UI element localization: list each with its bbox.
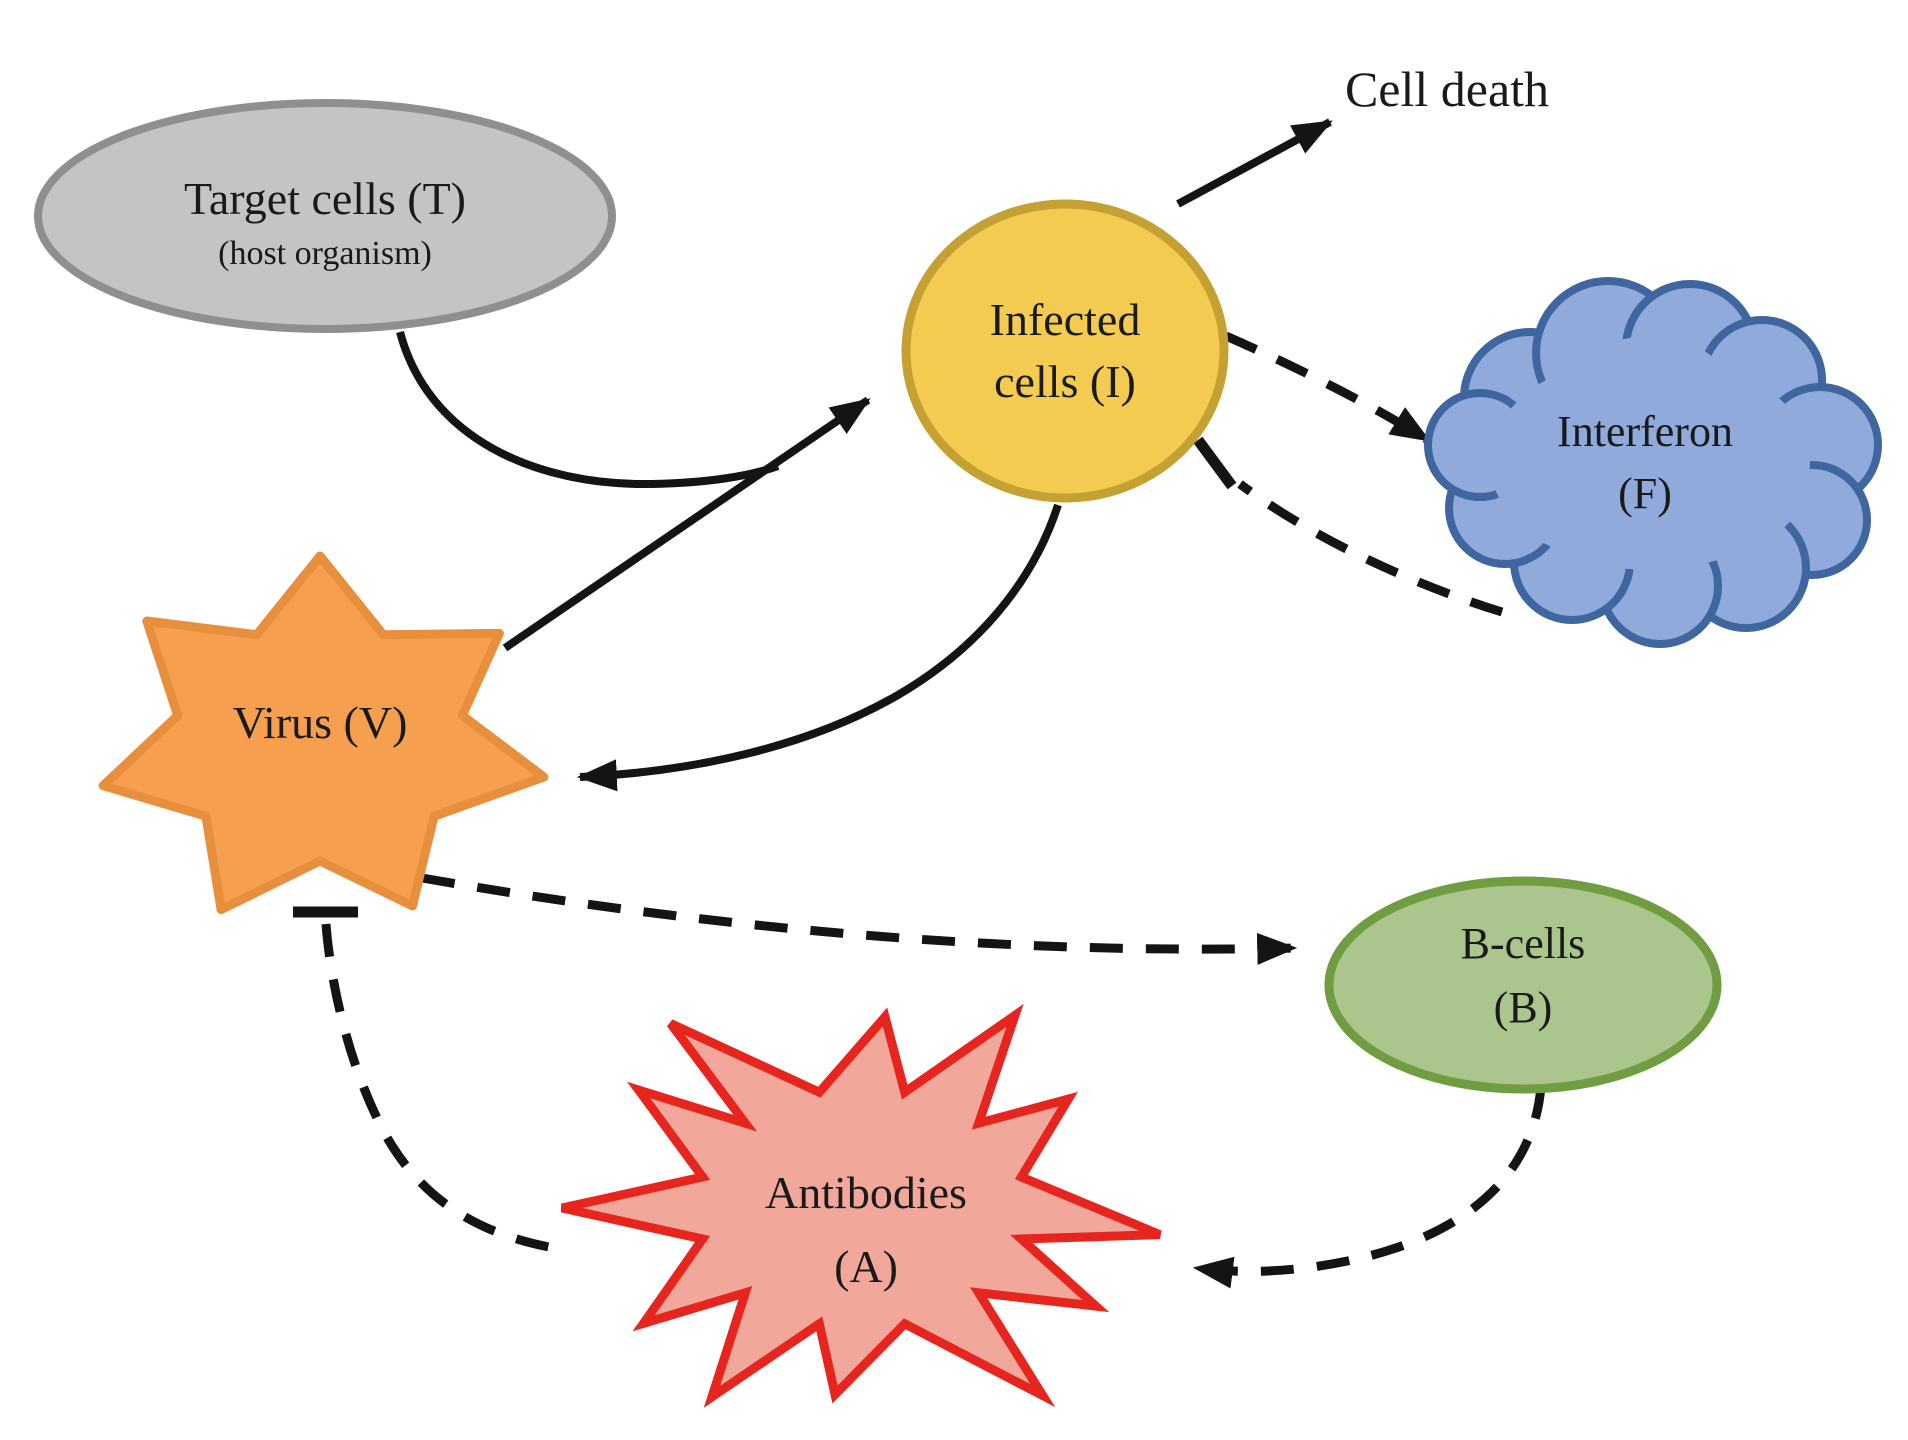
- node-interferon: Interferon (F): [1424, 277, 1882, 648]
- bcells-ellipse: [1324, 876, 1722, 1094]
- antibodies-sublabel: (A): [834, 1241, 898, 1292]
- edge-virus-to-bcells: [421, 873, 1298, 965]
- node-antibodies: Antibodies (A): [561, 1003, 1162, 1408]
- edge-infected-to-cell-death: [1176, 118, 1333, 208]
- target-cells-sublabel: (host organism): [218, 235, 432, 272]
- cell-death-label: Cell death: [1345, 61, 1549, 117]
- edges: [293, 118, 1546, 1289]
- edge-target-joins-infection: [396, 330, 780, 489]
- infected-cells-sublabel: cells (I): [994, 356, 1136, 407]
- node-bcells: B-cells (B): [1324, 876, 1722, 1094]
- interferon-cloud: [1424, 277, 1882, 648]
- infected-cells-circle: [901, 199, 1229, 503]
- virus-star: [98, 551, 549, 915]
- infected-cells-label: Infected: [990, 294, 1141, 345]
- antibodies-burst: [561, 1003, 1162, 1408]
- edge-bcells-to-antibodies: [1192, 1085, 1546, 1289]
- edge-infected-to-interferon: [1224, 331, 1431, 444]
- edge-infected-to-virus: [576, 503, 1062, 792]
- node-target-cells: Target cells (T) (host organism): [34, 99, 616, 333]
- node-virus: Virus (V): [98, 551, 549, 915]
- antibodies-label: Antibodies: [765, 1167, 967, 1218]
- node-infected-cells: Infected cells (I): [901, 199, 1229, 503]
- inhibitor-bar-infected: [1193, 436, 1237, 490]
- bcells-label: B-cells: [1461, 919, 1586, 968]
- target-cells-label: Target cells (T): [184, 173, 466, 224]
- edge-interferon-inhibits-infected: [1237, 480, 1504, 617]
- edge-antibodies-inhibit-virus: [321, 923, 561, 1254]
- label-cell-death: Cell death: [1345, 61, 1549, 117]
- virus-label: Virus (V): [233, 697, 408, 748]
- edge-virus-to-infected: [502, 396, 871, 652]
- interferon-label: Interferon: [1557, 407, 1733, 456]
- interferon-sublabel: (F): [1618, 469, 1672, 518]
- bcells-sublabel: (B): [1494, 983, 1553, 1032]
- target-cells-ellipse: [34, 99, 616, 333]
